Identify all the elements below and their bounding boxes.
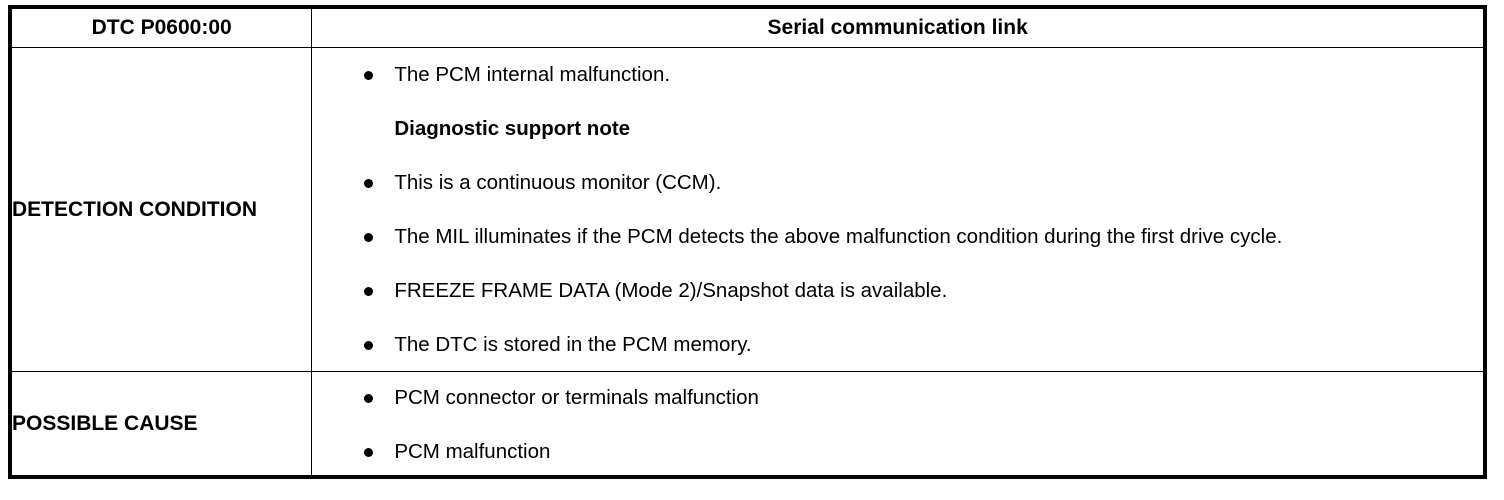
note-heading-text: Diagnostic support note [394,117,631,140]
list-item-text: The MIL illuminates if the PCM detects t… [394,225,1283,248]
diagnostic-support-note-heading: Diagnostic support note [312,115,1483,142]
list-item: This is a continuous monitor (CCM). [312,169,1483,196]
detection-condition-content: The PCM internal malfunction. Diagnostic… [311,47,1486,372]
detection-condition-label: DETECTION CONDITION [9,47,313,372]
list-item-text: PCM connector or terminals malfunction [394,386,759,409]
list-item: The DTC is stored in the PCM memory. [312,331,1483,358]
possible-cause-list: PCM connector or terminals malfunction P… [312,384,1483,465]
list-item: PCM connector or terminals malfunction [312,384,1483,411]
detection-condition-row: DETECTION CONDITION The PCM internal mal… [9,47,1486,372]
list-item: FREEZE FRAME DATA (Mode 2)/Snapshot data… [312,277,1483,304]
list-item: PCM malfunction [312,438,1483,465]
table-header-row: DTC P0600:00 Serial communication link [9,6,1486,48]
list-item-text: The DTC is stored in the PCM memory. [394,333,752,356]
list-item-text: The PCM internal malfunction. [394,63,671,86]
dtc-diagnostic-table: DTC P0600:00 Serial communication link D… [8,5,1487,479]
list-item: The PCM internal malfunction. [312,61,1483,88]
possible-cause-content: PCM connector or terminals malfunction P… [311,371,1486,478]
list-item-text: PCM malfunction [394,440,551,463]
dtc-title-cell: Serial communication link [311,6,1486,48]
possible-cause-label: POSSIBLE CAUSE [9,371,313,478]
dtc-code-cell: DTC P0600:00 [9,6,313,48]
list-item-text: This is a continuous monitor (CCM). [394,171,722,194]
detection-condition-list: The PCM internal malfunction. Diagnostic… [312,61,1483,358]
possible-cause-row: POSSIBLE CAUSE PCM connector or terminal… [9,371,1486,478]
list-item: The MIL illuminates if the PCM detects t… [312,223,1483,250]
list-item-text: FREEZE FRAME DATA (Mode 2)/Snapshot data… [394,279,948,302]
